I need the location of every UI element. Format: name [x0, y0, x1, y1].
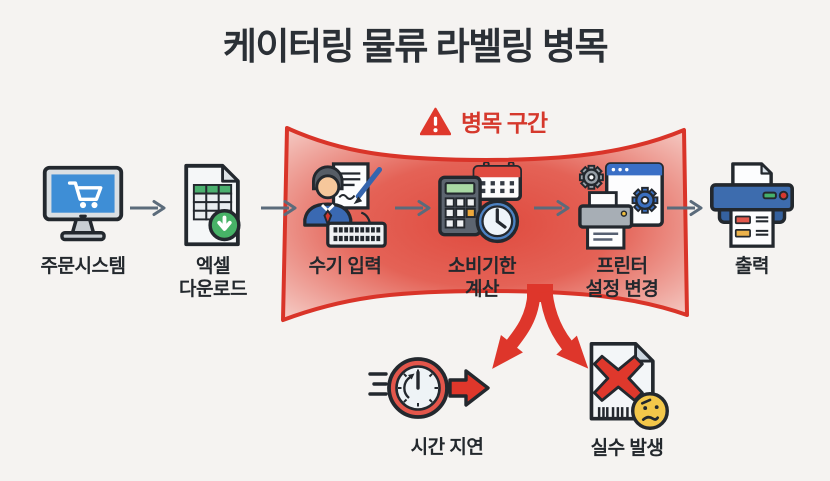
flow-arrow-icon [261, 200, 297, 216]
step-label-print-output: 출력 [735, 256, 769, 277]
label-printer-output-icon [710, 162, 794, 248]
gray-gear-icon [578, 164, 604, 190]
bottleneck-label-text: 병목 구간 [461, 110, 548, 136]
step-label-order-system: 주문시스템 [40, 256, 126, 277]
step-label-excel-download: 엑셀 다운로드 [179, 256, 247, 300]
blue-gear-icon [631, 186, 659, 214]
manual-entry-person-icon [303, 162, 387, 248]
fork-arrow-right [539, 291, 589, 369]
step-label-expiry-calc: 소비기한 계산 [448, 256, 516, 300]
outcome-label-error-occurrence: 실수 발생 [590, 438, 664, 459]
printer-settings-gears-icon [578, 162, 664, 250]
excel-file-download-icon [184, 163, 241, 247]
outcome-label-time-delay: 시간 지연 [410, 437, 484, 458]
flow-arrow-icon [395, 200, 431, 216]
step-expiry-calc: 소비기한 계산 [420, 162, 544, 301]
flow-arrow-icon [130, 200, 166, 216]
step-excel-download: 엑셀 다운로드 [151, 162, 275, 301]
fork-arrows [492, 284, 589, 369]
warning-triangle-icon [420, 107, 451, 135]
fork-arrow-left [492, 291, 541, 369]
step-label-manual-entry: 수기 입력 [308, 256, 382, 277]
expiry-calculator-clock-icon [438, 162, 522, 244]
bottleneck-label: 병목 구간 [420, 104, 548, 138]
step-printer-settings: 프린터 설정 변경 [560, 162, 684, 301]
step-print-output: 출력 [690, 162, 814, 278]
order-monitor-cart-icon [42, 165, 124, 242]
error-document-face-icon [589, 342, 669, 430]
time-delay-clock-icon [368, 357, 490, 419]
step-manual-entry: 수기 입력 [283, 162, 407, 278]
flow-arrow-icon [534, 200, 570, 216]
step-label-printer-settings: 프린터 설정 변경 [585, 256, 659, 300]
diagram-title: 케이터링 물류 라벨링 병목 [222, 26, 609, 67]
step-order-system: 주문시스템 [21, 162, 145, 278]
flow-arrow-icon [667, 200, 703, 216]
